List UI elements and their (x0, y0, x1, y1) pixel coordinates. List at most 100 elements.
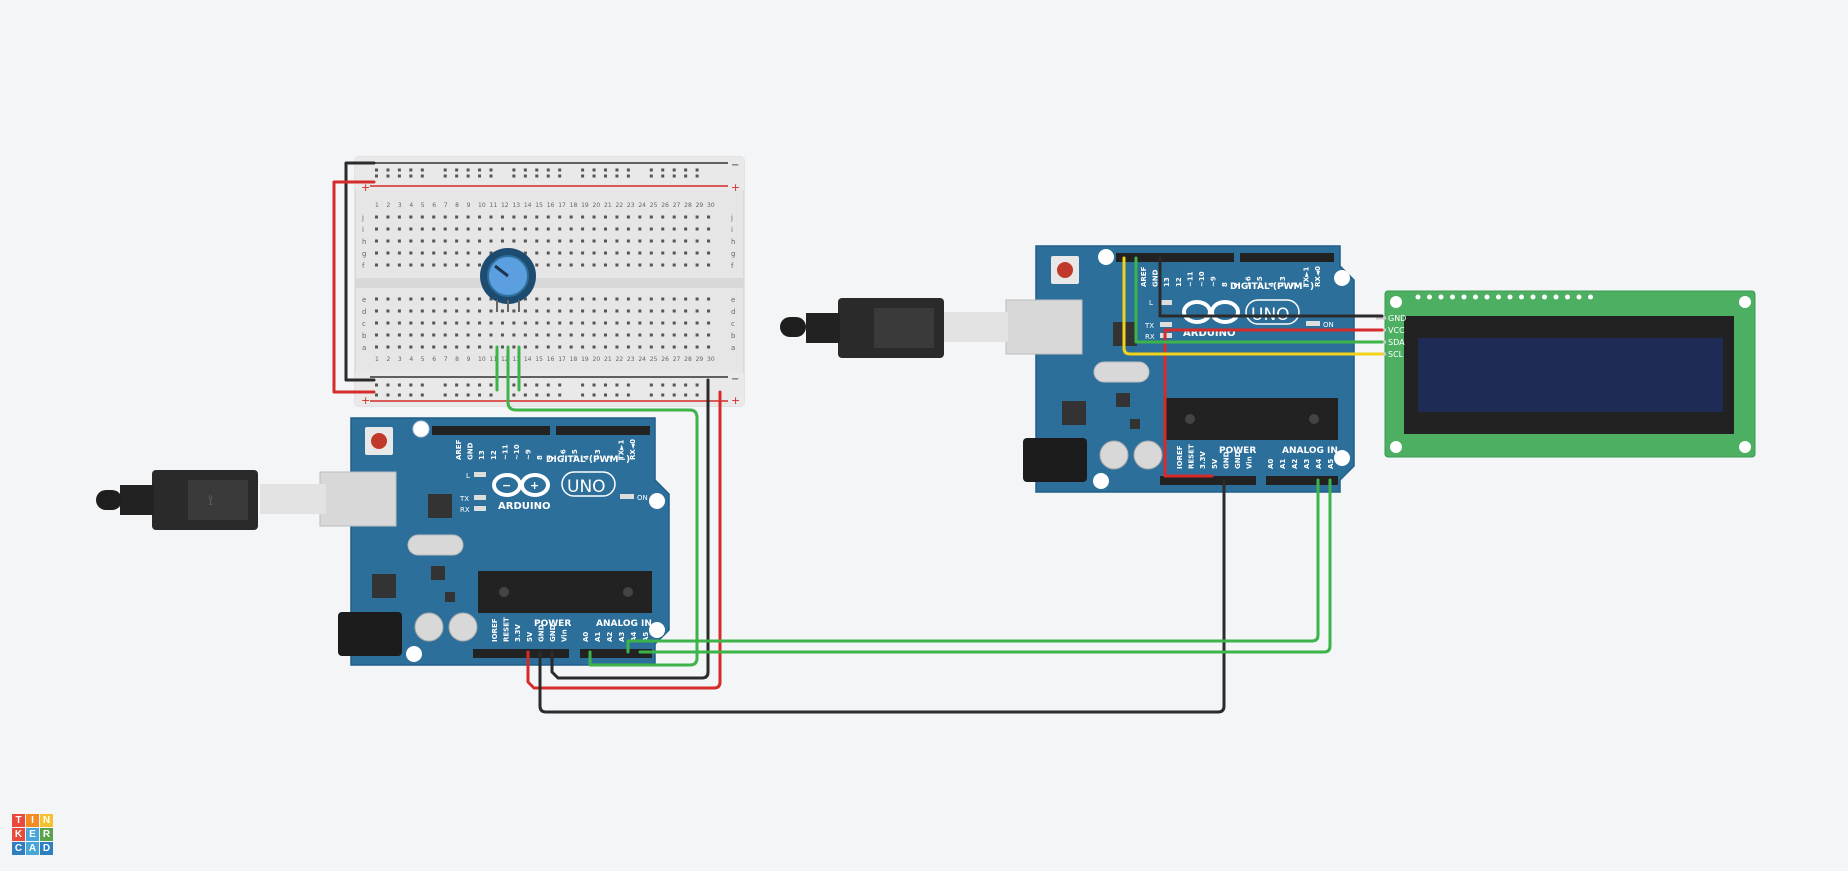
rail-hole[interactable] (661, 383, 665, 387)
breadboard-hole[interactable] (386, 263, 390, 267)
lcd-pin-hole[interactable] (1484, 294, 1490, 300)
breadboard-hole[interactable] (581, 227, 585, 231)
rail-hole[interactable] (386, 383, 390, 387)
rail-hole[interactable] (375, 393, 378, 397)
usb-cable-right[interactable] (780, 298, 1083, 358)
breadboard-hole[interactable] (615, 251, 619, 255)
breadboard-hole[interactable] (695, 321, 699, 325)
breadboard-hole[interactable] (478, 321, 482, 325)
breadboard-hole[interactable] (386, 215, 390, 219)
lcd-pin-hole[interactable] (1565, 294, 1570, 300)
breadboard-hole[interactable] (409, 251, 413, 255)
breadboard-hole[interactable] (478, 309, 482, 313)
breadboard-hole[interactable] (581, 309, 585, 313)
breadboard-hole[interactable] (558, 345, 562, 349)
breadboard-hole[interactable] (581, 345, 585, 349)
breadboard-hole[interactable] (455, 345, 459, 349)
breadboard-hole[interactable] (432, 309, 436, 313)
breadboard-hole[interactable] (649, 251, 653, 255)
breadboard-hole[interactable] (638, 297, 642, 301)
breadboard-hole[interactable] (661, 321, 665, 325)
breadboard-hole[interactable] (649, 309, 653, 313)
breadboard-hole[interactable] (455, 333, 459, 337)
lcd-pin-hole[interactable] (1450, 294, 1455, 300)
breadboard-hole[interactable] (500, 215, 504, 219)
breadboard-hole[interactable] (626, 215, 630, 219)
breadboard-hole[interactable] (523, 345, 527, 349)
breadboard-hole[interactable] (684, 251, 688, 255)
breadboard-hole[interactable] (535, 239, 539, 243)
breadboard-hole[interactable] (443, 333, 447, 337)
breadboard-hole[interactable] (684, 263, 688, 267)
breadboard-hole[interactable] (695, 345, 699, 349)
rail-hole[interactable] (672, 168, 676, 172)
breadboard-hole[interactable] (478, 263, 482, 267)
rail-hole[interactable] (455, 393, 459, 397)
breadboard-hole[interactable] (546, 333, 550, 337)
rail-hole[interactable] (592, 393, 596, 397)
breadboard-hole[interactable] (512, 333, 516, 337)
breadboard-hole[interactable] (375, 333, 378, 337)
breadboard-hole[interactable] (409, 333, 413, 337)
breadboard-hole[interactable] (592, 345, 596, 349)
breadboard-hole[interactable] (500, 239, 504, 243)
breadboard-hole[interactable] (569, 227, 573, 231)
breadboard-hole[interactable] (672, 239, 676, 243)
breadboard-hole[interactable] (432, 227, 436, 231)
breadboard-hole[interactable] (546, 239, 550, 243)
rail-hole[interactable] (397, 174, 401, 178)
rail-hole[interactable] (397, 393, 401, 397)
breadboard-hole[interactable] (558, 263, 562, 267)
breadboard-hole[interactable] (432, 263, 436, 267)
breadboard-hole[interactable] (592, 297, 596, 301)
breadboard-hole[interactable] (443, 239, 447, 243)
rail-hole[interactable] (443, 174, 447, 178)
rail-hole[interactable] (546, 174, 550, 178)
rail-hole[interactable] (649, 168, 653, 172)
breadboard-hole[interactable] (592, 215, 596, 219)
breadboard-hole[interactable] (649, 263, 653, 267)
rail-hole[interactable] (512, 168, 516, 172)
breadboard-hole[interactable] (604, 251, 607, 255)
breadboard-hole[interactable] (604, 227, 607, 231)
breadboard-hole[interactable] (466, 215, 470, 219)
rail-hole[interactable] (661, 393, 665, 397)
breadboard-hole[interactable] (615, 239, 619, 243)
breadboard-hole[interactable] (478, 251, 482, 255)
breadboard-hole[interactable] (375, 321, 378, 325)
breadboard-hole[interactable] (707, 215, 711, 219)
breadboard-hole[interactable] (661, 345, 665, 349)
breadboard-hole[interactable] (489, 251, 493, 255)
breadboard-hole[interactable] (638, 321, 642, 325)
breadboard-hole[interactable] (375, 239, 378, 243)
breadboard-hole[interactable] (443, 321, 447, 325)
rail-hole[interactable] (397, 383, 401, 387)
breadboard-hole[interactable] (478, 215, 482, 219)
breadboard-hole[interactable] (604, 215, 607, 219)
breadboard-hole[interactable] (375, 263, 378, 267)
breadboard-hole[interactable] (432, 251, 436, 255)
breadboard-hole[interactable] (478, 239, 482, 243)
rail-hole[interactable] (523, 393, 527, 397)
breadboard-hole[interactable] (523, 309, 527, 313)
breadboard-hole[interactable] (535, 321, 539, 325)
rail-hole[interactable] (672, 174, 676, 178)
wires[interactable] (332, 161, 1384, 714)
rail-hole[interactable] (512, 393, 516, 397)
breadboard-hole[interactable] (409, 215, 413, 219)
breadboard-hole[interactable] (546, 263, 550, 267)
breadboard-hole[interactable] (386, 227, 390, 231)
breadboard-hole[interactable] (707, 239, 711, 243)
breadboard-hole[interactable] (455, 251, 459, 255)
breadboard-hole[interactable] (672, 309, 676, 313)
rail-hole[interactable] (626, 174, 630, 178)
rail-hole[interactable] (375, 174, 378, 178)
breadboard-hole[interactable] (523, 251, 527, 255)
breadboard-hole[interactable] (592, 263, 596, 267)
breadboard-hole[interactable] (420, 297, 424, 301)
breadboard-hole[interactable] (432, 333, 436, 337)
breadboard-hole[interactable] (375, 345, 378, 349)
